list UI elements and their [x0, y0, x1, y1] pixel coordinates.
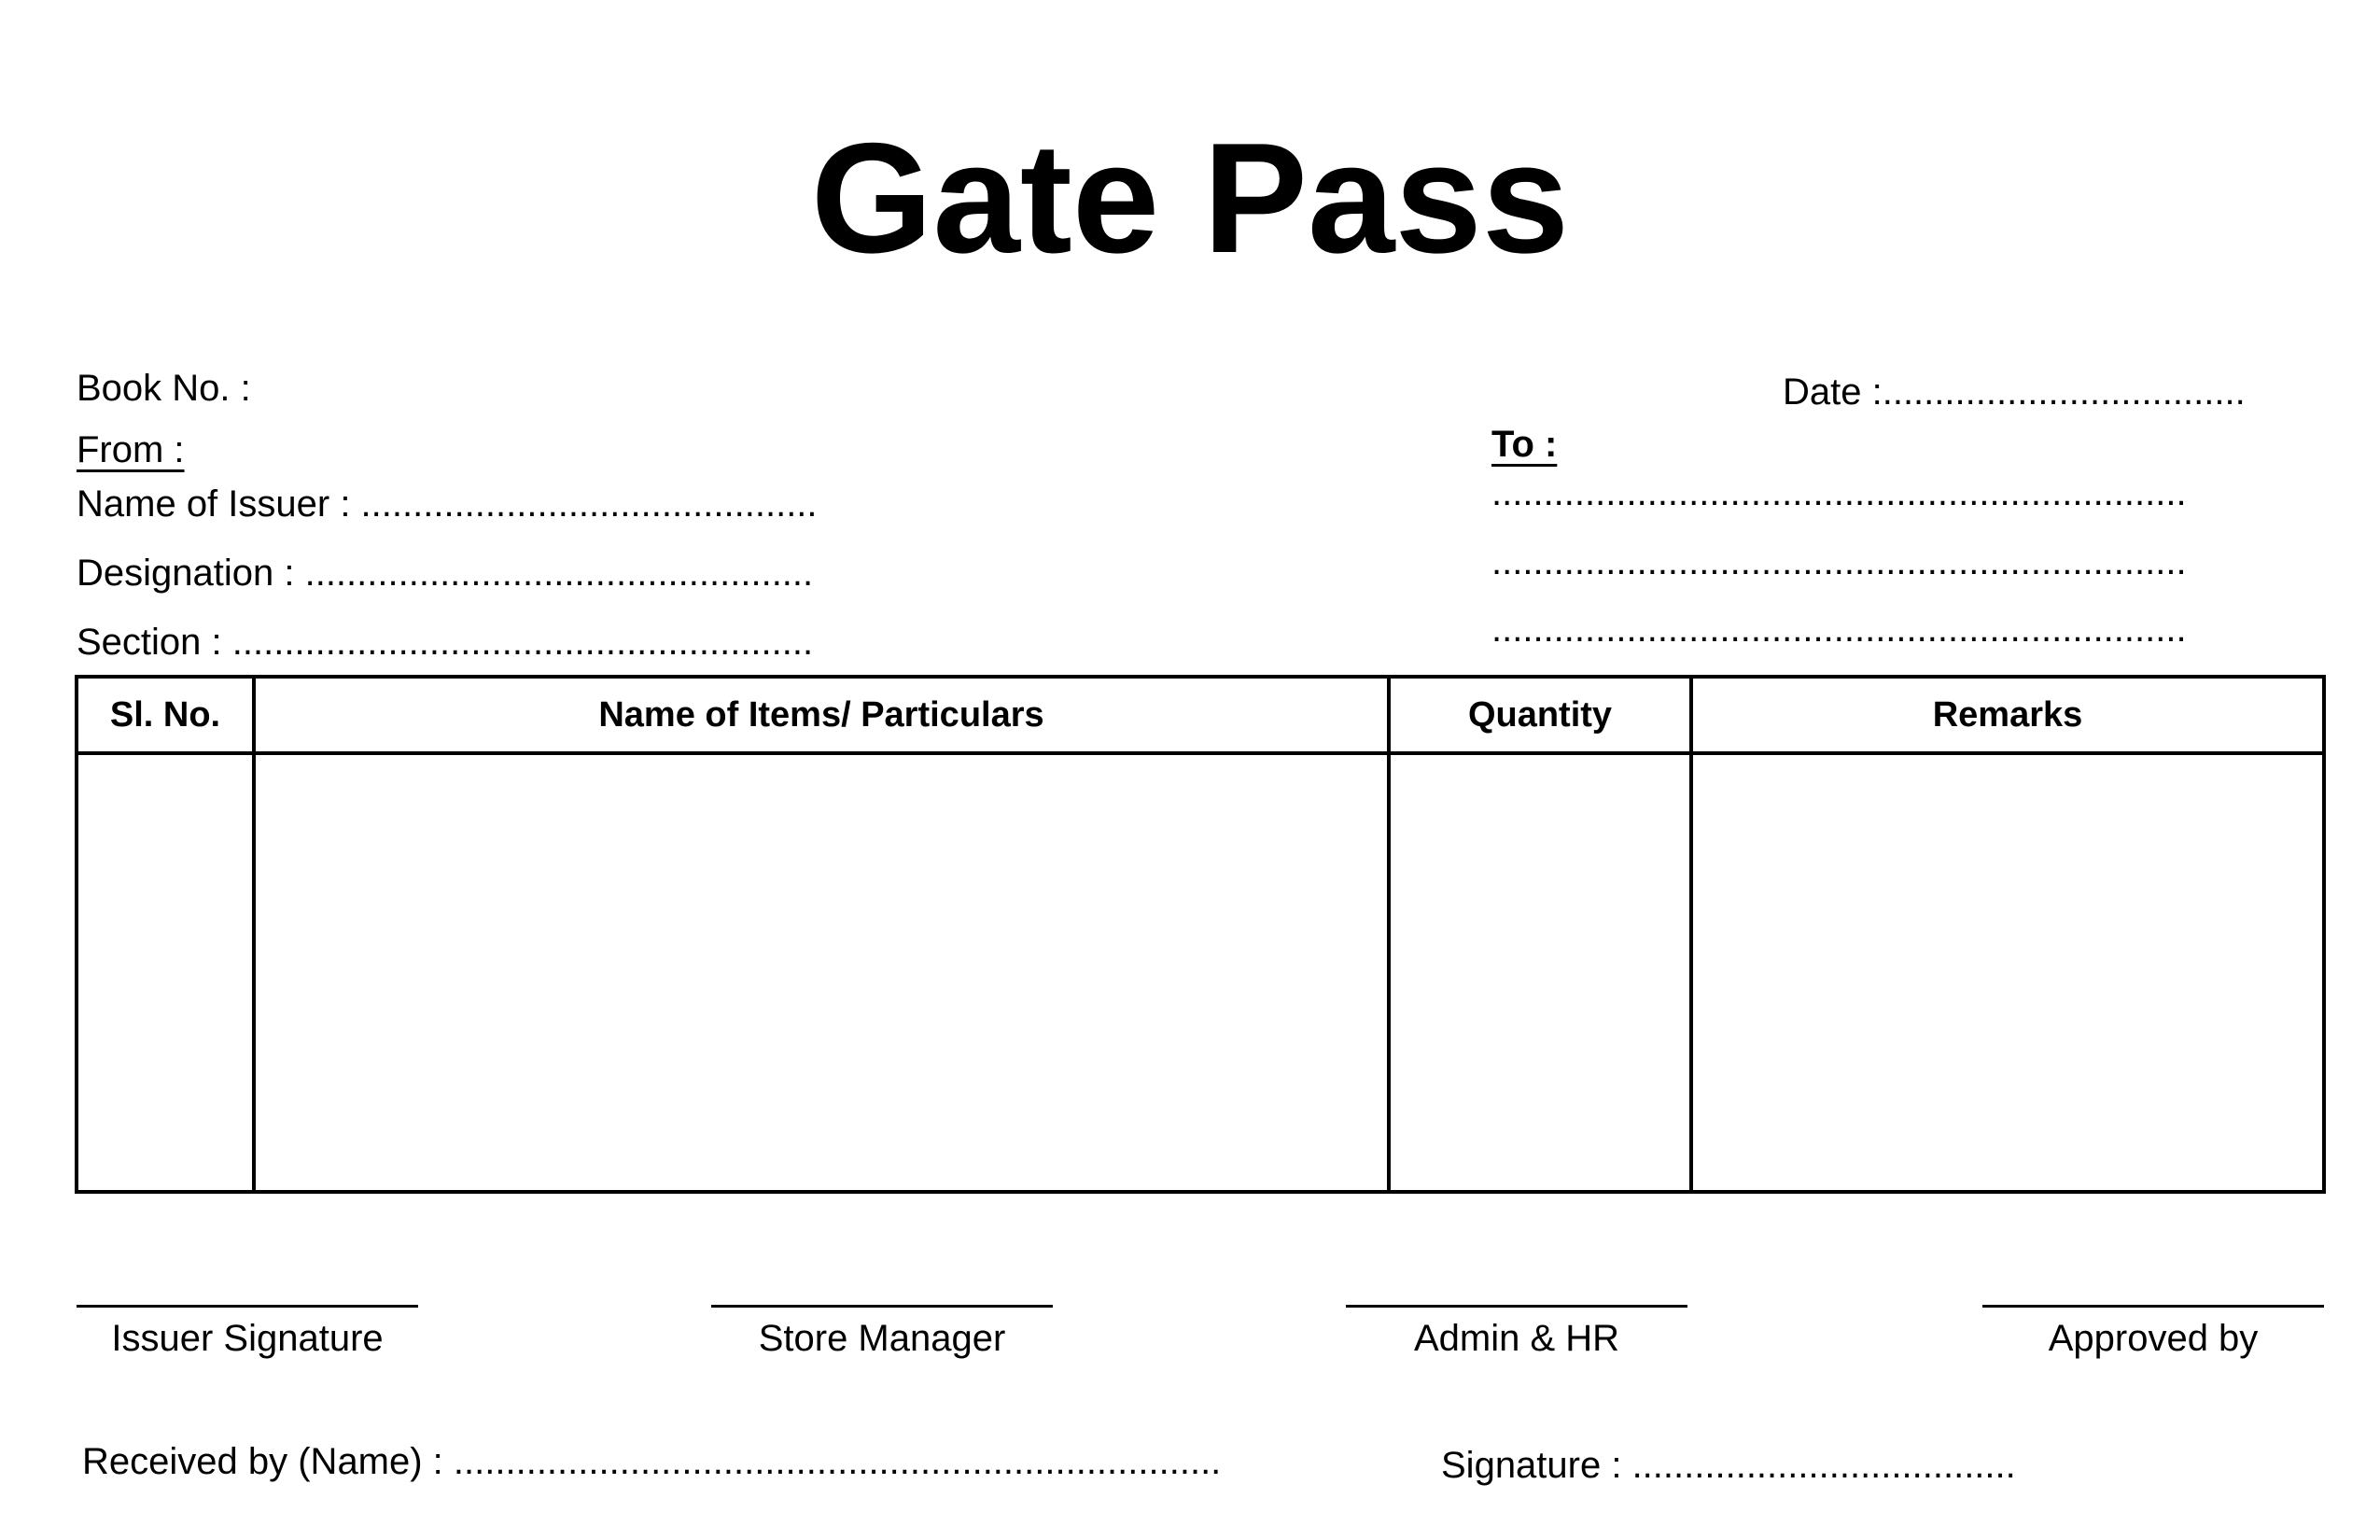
- to-address-line: ........................................…: [1491, 541, 2187, 582]
- book-no-field: Book No. :: [77, 368, 251, 409]
- signature-line: [711, 1305, 1053, 1308]
- designation-field: Designation : ..........................…: [77, 553, 814, 594]
- section-field: Section : ..............................…: [77, 622, 814, 663]
- signature-field: Signature : ............................…: [1441, 1445, 2016, 1486]
- page-title: Gate Pass: [810, 110, 1570, 286]
- table-column-divider: [252, 679, 256, 1190]
- issuer-signature-label: Issuer Signature: [111, 1318, 384, 1359]
- table-header-divider: [78, 751, 2322, 755]
- table-column-divider: [1689, 679, 1693, 1190]
- to-address-line: ........................................…: [1491, 472, 2187, 513]
- from-heading: From :: [77, 429, 185, 470]
- date-field: Date :..................................…: [1783, 371, 2246, 413]
- table-column-divider: [1387, 679, 1391, 1190]
- to-address-line: ........................................…: [1491, 609, 2187, 650]
- to-heading: To :: [1491, 424, 1558, 465]
- issuer-name-field: Name of Issuer : .......................…: [77, 483, 818, 525]
- signature-line: [1982, 1305, 2324, 1308]
- column-header-quantity: Quantity: [1467, 694, 1613, 735]
- received-by-field: Received by (Name) : ...................…: [82, 1441, 1222, 1482]
- admin-hr-label: Admin & HR: [1413, 1318, 1620, 1359]
- signature-line: [77, 1305, 418, 1308]
- column-header-items: Name of Items/ Particulars: [598, 694, 1044, 735]
- approved-by-label: Approved by: [2048, 1318, 2259, 1359]
- items-table: Sl. No. Name of Items/ Particulars Quant…: [75, 675, 2326, 1194]
- signature-line: [1346, 1305, 1687, 1308]
- column-header-sl-no: Sl. No.: [109, 694, 221, 735]
- column-header-remarks: Remarks: [1932, 694, 2083, 735]
- store-manager-label: Store Manager: [758, 1318, 1006, 1359]
